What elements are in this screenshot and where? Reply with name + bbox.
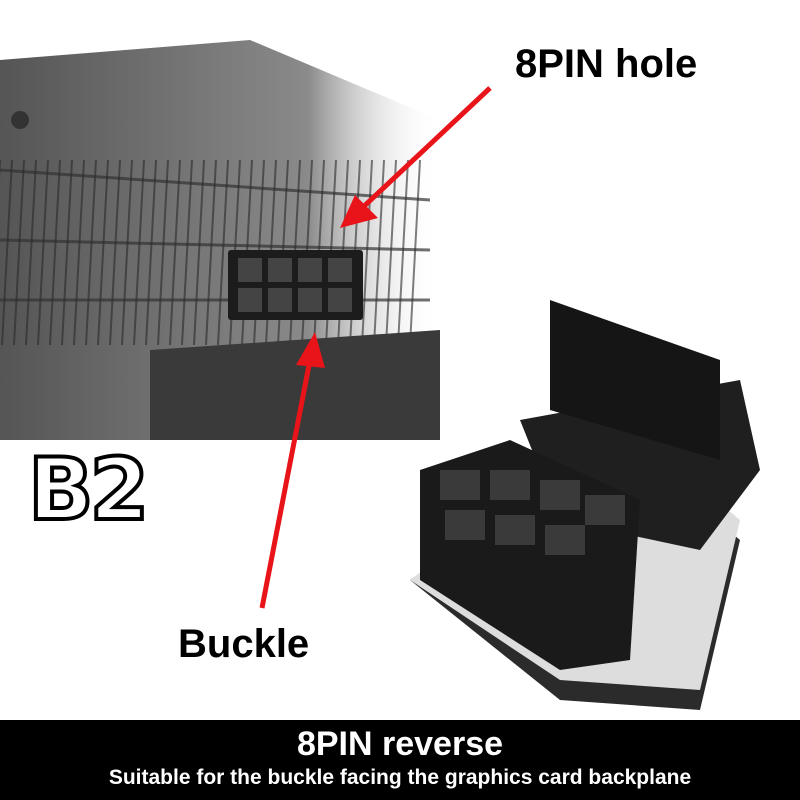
pin-holes (238, 258, 352, 312)
buckle-label: Buckle (178, 622, 310, 666)
arrow-to-hole (340, 86, 492, 228)
heatsink-fin (397, 159, 409, 346)
connector-photo (410, 300, 760, 710)
heatsink-fin (181, 159, 193, 346)
heatsink-fin (145, 159, 157, 346)
heatsink-fin (409, 159, 421, 346)
heatsink-fin (49, 159, 61, 346)
variant-label: B2 (26, 438, 151, 542)
heatsink-fin (361, 159, 373, 346)
heatsink-fin (157, 159, 169, 346)
heatsink-fin (13, 159, 25, 346)
heatsink-fin (217, 159, 229, 346)
heatsink-fin (73, 159, 85, 346)
hole-label: 8PIN hole (515, 42, 698, 86)
heatsink-fin (205, 159, 217, 346)
heatsink-fin (97, 159, 109, 346)
heatsink-fin (121, 159, 133, 346)
heatsink-fin (109, 159, 121, 346)
caption-banner: 8PIN reverse Suitable for the buckle fac… (0, 720, 800, 800)
heatsink-fin (133, 159, 145, 346)
heatsink-fin (37, 159, 49, 346)
product-photo (0, 40, 760, 710)
heatsink-fin (169, 159, 181, 346)
heatsink-fin (61, 159, 73, 346)
heatsink-fin (1, 159, 13, 346)
graphics-card-photo (0, 40, 440, 440)
banner-subtitle: Suitable for the buckle facing the graph… (108, 766, 692, 789)
banner-title: 8PIN reverse (296, 725, 504, 763)
heatsink-fin (385, 159, 397, 346)
arrow-to-buckle (259, 332, 325, 609)
heatsink-fin (193, 159, 205, 346)
heatsink-fin (25, 159, 37, 346)
heatsink-fin (85, 159, 97, 346)
